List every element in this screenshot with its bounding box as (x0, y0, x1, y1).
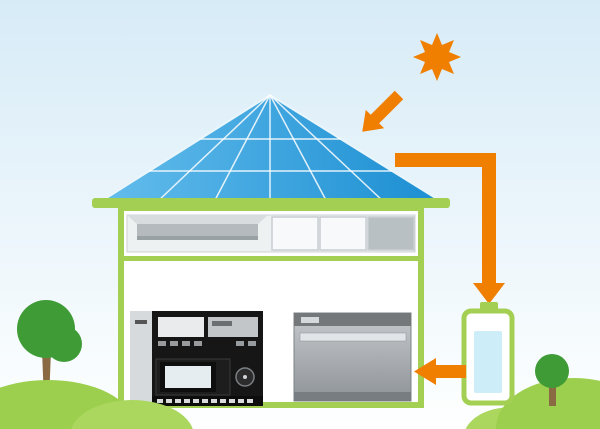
arrow-down-head (473, 283, 505, 304)
house (118, 205, 424, 408)
strip-button (229, 399, 235, 403)
bush-icon (496, 378, 600, 429)
arrow-sun-to-roof-icon (362, 90, 404, 132)
strip-button (238, 399, 244, 403)
strip-button (247, 399, 253, 403)
dishwasher-handle-slot (299, 332, 407, 342)
arrow-left-head (414, 358, 436, 385)
arrow-roof-to-battery-icon (395, 153, 505, 304)
battery-icon (461, 302, 515, 406)
oven-control-button (236, 341, 244, 346)
window-awning-top (127, 215, 268, 224)
oven-control-button (158, 341, 166, 346)
battery-charge-level (474, 331, 502, 393)
window-awning-shadow (137, 236, 258, 240)
oven-control-button (248, 341, 256, 346)
window-awning-front (137, 224, 258, 236)
sun-icon (413, 33, 461, 81)
floor-divider (124, 256, 418, 261)
tree-right (535, 354, 569, 406)
dishwasher-button (301, 317, 319, 323)
strip-button (175, 399, 181, 403)
arrow-elbow-shaft (395, 153, 496, 285)
upper-floor-windows (126, 214, 416, 253)
strip-button (211, 399, 217, 403)
solar-panel-grid (149, 94, 392, 203)
oven-side-panel (130, 311, 152, 406)
strip-button (157, 399, 163, 403)
strip-button (184, 399, 190, 403)
oven-display-right (208, 317, 258, 337)
oven-side-handle (135, 320, 147, 324)
dishwasher-kickplate (294, 392, 411, 401)
strip-button (166, 399, 172, 403)
oven-control-button (170, 341, 178, 346)
dishwasher-unit (293, 312, 412, 402)
window-pane (319, 216, 367, 251)
bush-left (0, 380, 193, 429)
bush-icon (71, 400, 193, 429)
strip-button (202, 399, 208, 403)
dishwasher-control-strip (294, 313, 411, 326)
strip-button (193, 399, 199, 403)
arrow-left-shaft (436, 365, 466, 378)
arrow-battery-to-house-icon (414, 358, 466, 385)
oven-display-left (158, 317, 204, 337)
microwave-window (165, 366, 211, 388)
oven-knob-dot (243, 375, 247, 379)
oven-display-readout (212, 321, 232, 326)
strip-button (220, 399, 226, 403)
window-pane-shaded (367, 216, 415, 251)
tree-canopy (46, 326, 82, 362)
window-pane (271, 216, 319, 251)
kitchen-oven-unit (130, 311, 263, 406)
oven-control-button (194, 341, 202, 346)
tree-trunk (549, 380, 556, 406)
tree-canopy (535, 354, 569, 388)
bush-right (465, 378, 600, 429)
dishwasher-body (293, 312, 412, 402)
oven-control-button (182, 341, 190, 346)
